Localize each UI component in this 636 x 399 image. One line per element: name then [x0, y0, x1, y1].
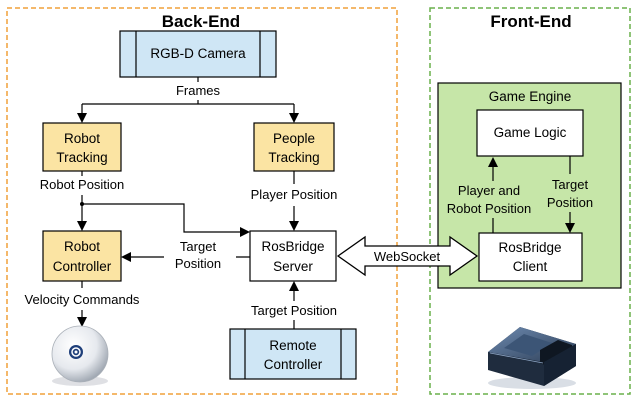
frontend-title: Front-End — [490, 12, 571, 31]
people-tracking-label-2: Tracking — [268, 150, 319, 165]
remote-controller-label-1: Remote — [269, 338, 316, 353]
robot-tracking-node: Robot Tracking — [42, 122, 122, 172]
robot-tracking-label-1: Robot — [64, 131, 100, 146]
websocket-label: WebSocket — [374, 249, 441, 264]
rosbridge-server-label-1: RosBridge — [261, 239, 324, 254]
remote-controller-label-2: Controller — [264, 357, 323, 372]
rosbridge-server-label-2: Server — [273, 259, 313, 274]
player-robot-position-label-2: Robot Position — [447, 201, 532, 216]
rgbd-camera-label: RGB-D Camera — [150, 46, 246, 61]
rosbridge-client-label-2: Client — [513, 259, 548, 274]
robot-controller-node: Robot Controller — [42, 230, 122, 282]
backend-title: Back-End — [162, 12, 240, 31]
rosbridge-client-node: RosBridge Client — [478, 232, 583, 282]
rgbd-camera-node: RGB-D Camera — [119, 30, 277, 78]
arrow-robot-position-to-server — [82, 203, 250, 237]
target-position-left-label-1: Target — [180, 239, 217, 254]
frames-label: Frames — [176, 83, 221, 98]
people-tracking-label-1: People — [273, 131, 315, 146]
robot-position-label: Robot Position — [40, 177, 125, 192]
frontend-container — [429, 7, 631, 395]
velocity-commands-label: Velocity Commands — [25, 292, 140, 307]
robot-controller-label-1: Robot — [64, 239, 100, 254]
target-position-remote-label: Target Position — [251, 303, 337, 318]
player-position-label: Player Position — [251, 187, 338, 202]
game-engine-label: Game Engine — [489, 89, 572, 104]
game-logic-label: Game Logic — [494, 125, 567, 140]
target-position-left-label-2: Position — [175, 256, 221, 271]
robot-tracking-label-2: Tracking — [56, 150, 107, 165]
player-robot-position-label-1: Player and — [458, 183, 520, 198]
target-position-client-label-2: Position — [547, 195, 593, 210]
people-tracking-node: People Tracking — [253, 122, 335, 172]
rosbridge-client-label-1: RosBridge — [498, 240, 561, 255]
target-position-client-label-1: Target — [552, 177, 589, 192]
sphero-ball-robot-icon — [51, 325, 109, 386]
websocket-double-arrow — [336, 235, 479, 277]
robot-controller-label-2: Controller — [53, 259, 112, 274]
game-logic-node: Game Logic — [476, 109, 584, 157]
backend-container — [6, 7, 398, 395]
remote-controller-node: Remote Controller — [229, 328, 357, 380]
rosbridge-server-node: RosBridge Server — [249, 230, 337, 282]
game-console-icon — [488, 327, 576, 389]
